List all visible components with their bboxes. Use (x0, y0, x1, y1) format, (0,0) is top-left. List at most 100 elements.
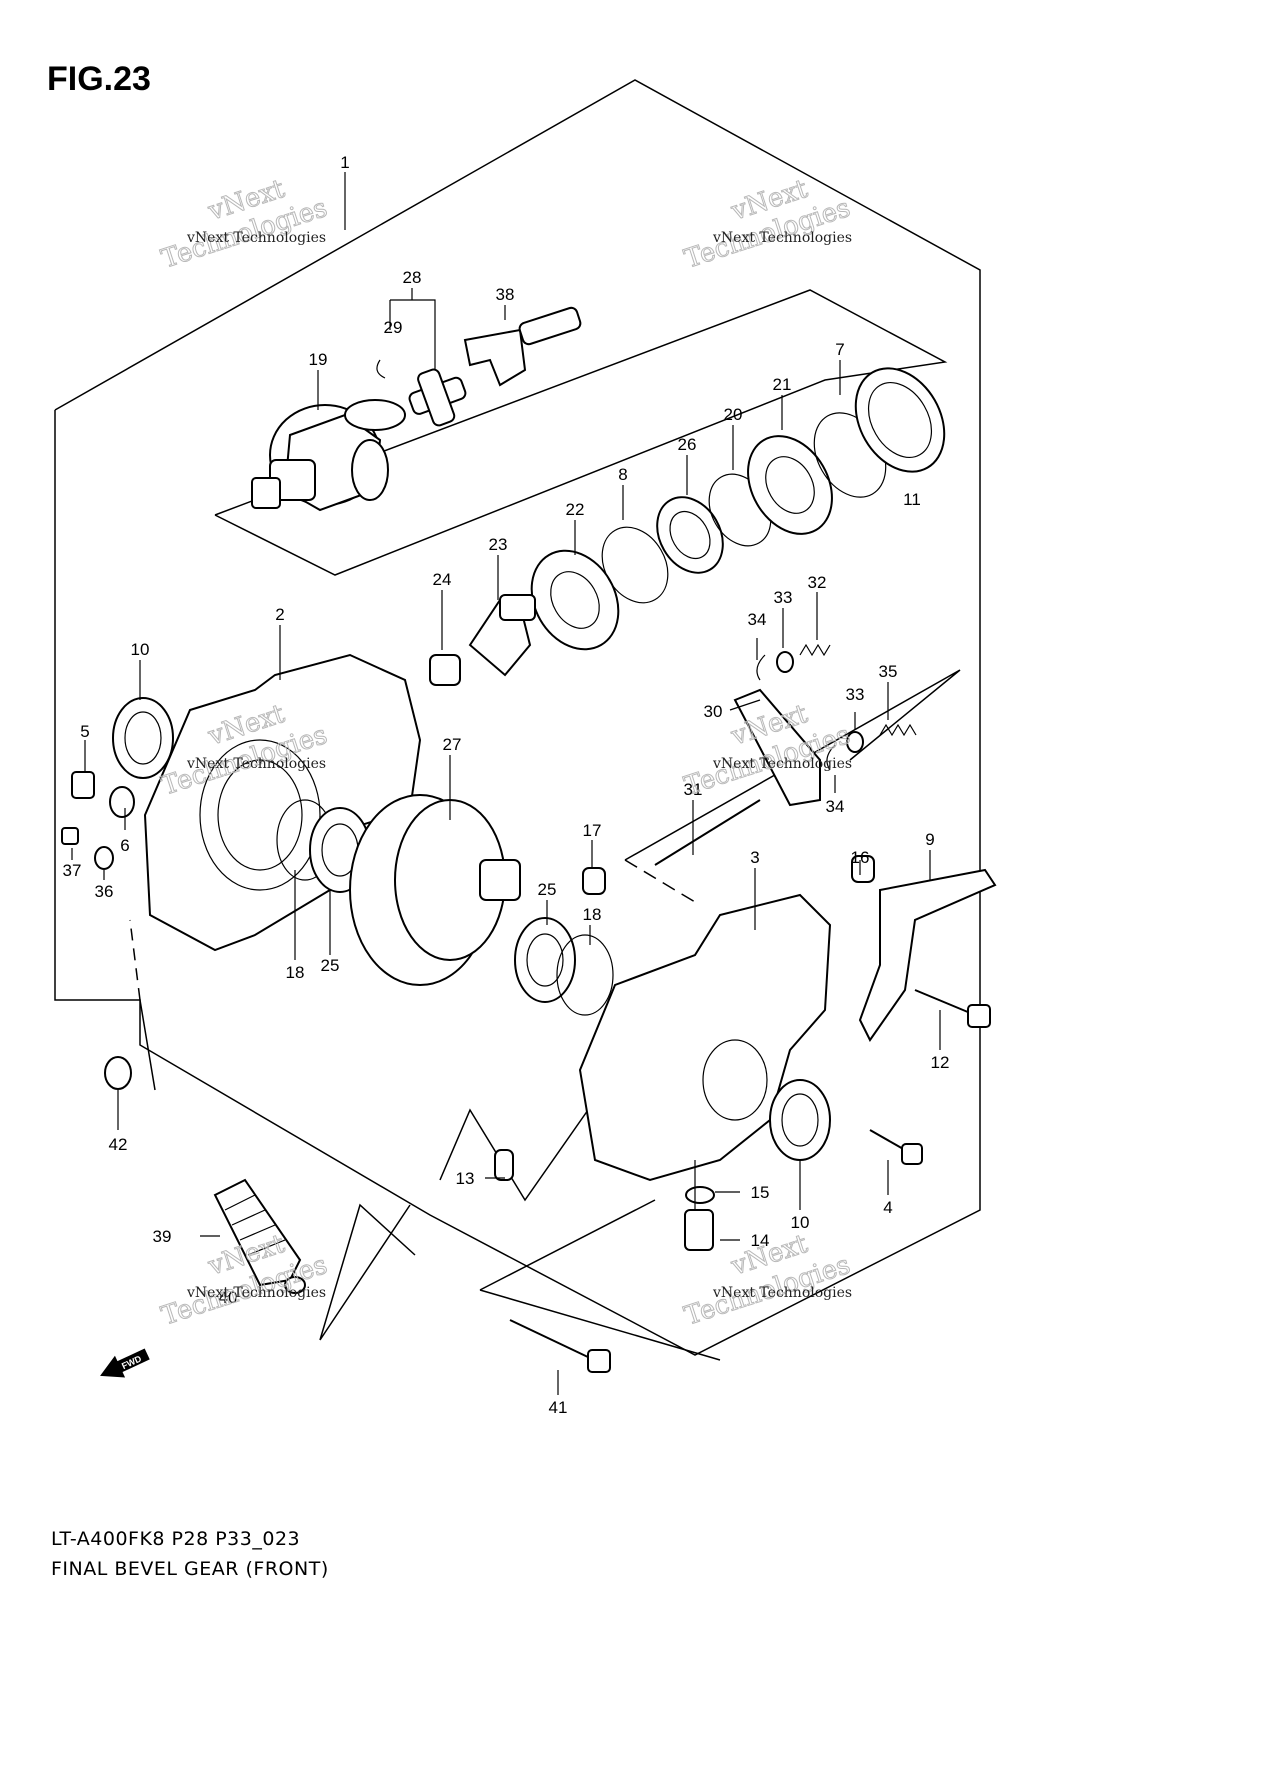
callout-28: 28 (403, 268, 422, 287)
callout-27: 27 (443, 735, 462, 754)
watermark-top-left: vNext Technologies vNext Technologies (157, 173, 331, 275)
callout-4: 4 (883, 1198, 892, 1217)
part-24-needle-bearing (429, 654, 461, 686)
part-5-plug (71, 771, 95, 799)
callout-8: 8 (618, 465, 627, 484)
part-8-circlip (601, 526, 669, 604)
callout-32: 32 (808, 573, 827, 592)
callout-34-lower: 34 (826, 797, 845, 816)
part-22-bearing (530, 549, 620, 651)
lower-frame (479, 1199, 656, 1291)
callout-18-left: 18 (286, 963, 305, 982)
part-25-bearing-right (514, 917, 576, 1003)
part-34-circlip-lower (826, 744, 836, 771)
part-34-circlip-upper (756, 654, 766, 681)
part-4-bolt (869, 1129, 923, 1165)
svg-text:vNext Technologies: vNext Technologies (712, 1285, 852, 1301)
shift-group-frame (624, 669, 961, 861)
callout-25-right: 25 (538, 880, 557, 899)
part-39-boot (213, 1178, 302, 1287)
callout-42: 42 (109, 1135, 128, 1154)
part-30-shift-fork (733, 688, 821, 807)
callout-14: 14 (751, 1231, 770, 1250)
part-37-bolt (61, 827, 79, 845)
svg-text:vNext Technologies: vNext Technologies (712, 230, 852, 246)
callout-12: 12 (931, 1053, 950, 1072)
part-2-gear-case (143, 653, 422, 952)
model-code: LT-A400FK8 P28 P33_023 (51, 1528, 301, 1550)
part-16-bush (851, 855, 875, 883)
part-12-bolt (914, 989, 991, 1028)
callout-11: 11 (903, 490, 921, 509)
bolt-frame (479, 1289, 721, 1361)
part-18-shim-right (556, 934, 614, 1016)
part-3-gear-case-cover (578, 893, 832, 1182)
part-33-washer-upper (776, 651, 794, 673)
svg-text:vNext Technologies: vNext Technologies (712, 756, 852, 772)
callout-24: 24 (433, 570, 452, 589)
callout-22: 22 (566, 500, 585, 519)
figure-title: FIG.23 (47, 60, 151, 98)
callout-36: 36 (95, 882, 114, 901)
callout-23: 23 (489, 535, 508, 554)
callout-20: 20 (724, 405, 743, 424)
callout-39: 39 (153, 1227, 172, 1246)
part-38-yoke-shaft (463, 306, 582, 387)
callout-41: 41 (549, 1398, 568, 1417)
part-11-oil-seal (854, 367, 946, 473)
callout-35: 35 (879, 662, 898, 681)
callout-2: 2 (275, 605, 284, 624)
callout-17: 17 (583, 821, 602, 840)
part-9-bracket (858, 868, 997, 1042)
part-23-bevel-pinion (468, 594, 536, 677)
svg-text:vNext Technologies: vNext Technologies (186, 756, 326, 772)
watermark-top-right: vNext Technologies vNext Technologies (680, 173, 854, 275)
part-33-washer-lower (846, 731, 864, 753)
callout-37: 37 (63, 861, 82, 880)
part-31-shift-shaft (654, 799, 761, 866)
part-27-differential-assembly (349, 794, 521, 986)
svg-text:vNext Technologies: vNext Technologies (186, 230, 326, 246)
outer-boundary-line (54, 79, 981, 1356)
part-26-bush (656, 496, 724, 574)
part-13-dowel-pin (494, 1149, 514, 1181)
part-35-spring (879, 723, 917, 737)
callout-31: 31 (684, 780, 703, 799)
callout-25-left: 25 (321, 956, 340, 975)
fwd-arrow-icon: FWD (100, 1348, 150, 1378)
callout-33-lower: 33 (846, 685, 865, 704)
part-15-gasket (685, 1186, 715, 1204)
callout-10-right: 10 (791, 1213, 810, 1232)
callout-29: 29 (384, 318, 403, 337)
part-36-washer (94, 846, 114, 870)
part-14-drain-plug (684, 1209, 714, 1251)
callout-15: 15 (751, 1183, 770, 1202)
part-10-oil-seal-left (112, 697, 174, 779)
callout-5: 5 (80, 722, 89, 741)
callout-38: 38 (496, 285, 515, 304)
callout-40: 40 (219, 1288, 238, 1307)
part-10-oil-seal-right (769, 1079, 831, 1161)
callout-6: 6 (120, 836, 129, 855)
part-42-nut (104, 1056, 132, 1090)
callout-21: 21 (773, 375, 792, 394)
callout-3: 3 (750, 848, 759, 867)
callout-34-upper: 34 (748, 610, 767, 629)
watermark-bottom-left: vNext Technologies vNext Technologies (157, 1228, 331, 1332)
callout-33-upper: 33 (774, 588, 793, 607)
leader-lines (71, 172, 941, 1395)
part-32-spring (799, 643, 831, 657)
callout-16: 16 (851, 848, 870, 867)
part-17-pin (582, 867, 606, 895)
part-41-bolt (509, 1319, 611, 1373)
figure-name: FINAL BEVEL GEAR (FRONT) (51, 1558, 329, 1580)
callout-numbers: 1 2 3 4 5 6 7 8 9 10 10 11 12 13 14 15 1… (63, 153, 950, 1417)
callout-19: 19 (309, 350, 328, 369)
part-28-universal-joint (376, 359, 467, 427)
svg-text:vNext Technologies: vNext Technologies (186, 1285, 326, 1301)
callout-18-right: 18 (583, 905, 602, 924)
callout-9: 9 (925, 830, 934, 849)
callout-1: 1 (340, 153, 349, 172)
callout-13: 13 (456, 1169, 475, 1188)
callout-10-left: 10 (131, 640, 150, 659)
